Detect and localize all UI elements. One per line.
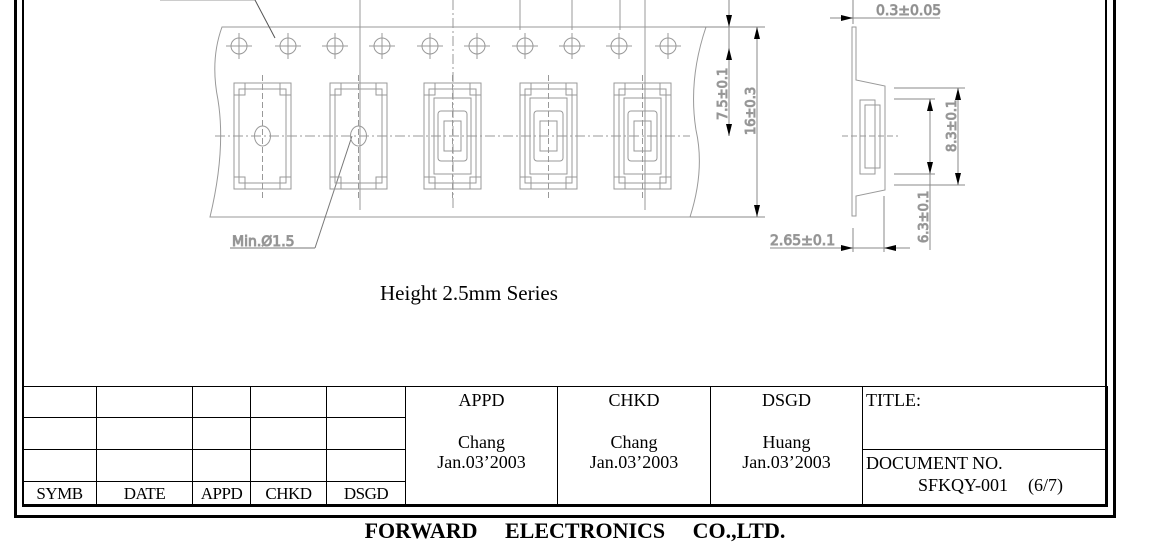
document-no-value: SFKQY-001 — [918, 474, 1009, 495]
sprocket-hole — [417, 33, 443, 59]
series-caption: Height 2.5mm Series — [380, 281, 558, 305]
sprocket-hole — [369, 33, 395, 59]
chkd-name: Chang — [610, 431, 658, 452]
sprocket-hole — [226, 33, 252, 59]
component-pocket — [519, 75, 578, 199]
dim-hole-min: Min.Ø1.5 — [232, 234, 295, 250]
company-name: FORWARD ELECTRONICS CO.,LTD. — [364, 518, 786, 543]
sprocket-hole — [464, 33, 490, 59]
side-view — [842, 26, 898, 217]
dimension-lines — [690, 0, 965, 252]
chkd-date: Jan.03’2003 — [589, 451, 679, 472]
dsgd-signature: DSGD Huang Jan.03’2003 — [710, 386, 863, 507]
sprocket-hole — [606, 33, 632, 59]
component-pocket — [423, 75, 482, 199]
sprocket-hole — [322, 33, 348, 59]
header-chkd: CHKD — [250, 481, 327, 507]
document-no-label: DOCUMENT NO. — [866, 453, 1003, 473]
component-pocket — [233, 75, 292, 199]
chkd-label: CHKD — [608, 390, 660, 410]
sprocket-hole — [275, 33, 301, 59]
tape-drawing: Min.Ø1.5 7.5±0.1 16±0.3 8.3±0.1 6.3±0.1 … — [160, 0, 965, 252]
dsgd-name: Huang — [762, 431, 811, 452]
dim-8-3: 8.3±0.1 — [945, 100, 960, 152]
appd-date: Jan.03’2003 — [437, 451, 526, 472]
title-block: APPD Chang Jan.03’2003 CHKD Chang Jan.03… — [22, 386, 1108, 507]
document-number-field: DOCUMENT NO. SFKQY-001 (6/7) — [862, 449, 1108, 507]
dimension-arrows — [726, 15, 961, 251]
dim-0-3: 0.3±0.05 — [876, 3, 941, 19]
dim-6-3: 6.3±0.1 — [917, 191, 932, 243]
appd-signature: APPD Chang Jan.03’2003 — [405, 386, 558, 507]
component-pocket — [613, 75, 672, 199]
appd-label: APPD — [458, 390, 505, 410]
dsgd-label: DSGD — [761, 390, 811, 410]
sprocket-hole — [559, 33, 585, 59]
title-label: TITLE: — [866, 390, 921, 410]
title-field: TITLE: — [862, 386, 1108, 450]
sprocket-hole — [512, 33, 538, 59]
header-symb: SYMB — [22, 481, 97, 507]
dsgd-date: Jan.03’2003 — [742, 451, 831, 472]
dim-16: 16±0.3 — [744, 87, 759, 135]
appd-name: Chang — [458, 431, 505, 452]
chkd-signature: CHKD Chang Jan.03’2003 — [557, 386, 711, 507]
header-date: DATE — [96, 481, 193, 507]
header-dsgd: DSGD — [326, 481, 406, 507]
sprocket-hole — [655, 33, 681, 59]
page-number: (6/7) — [1028, 474, 1064, 495]
component-pocket — [329, 75, 388, 199]
dim-7-5: 7.5±0.1 — [716, 68, 731, 120]
header-appd: APPD — [192, 481, 251, 507]
dim-2-65: 2.65±0.1 — [770, 233, 835, 249]
drawing-frame-outer — [14, 0, 1116, 518]
